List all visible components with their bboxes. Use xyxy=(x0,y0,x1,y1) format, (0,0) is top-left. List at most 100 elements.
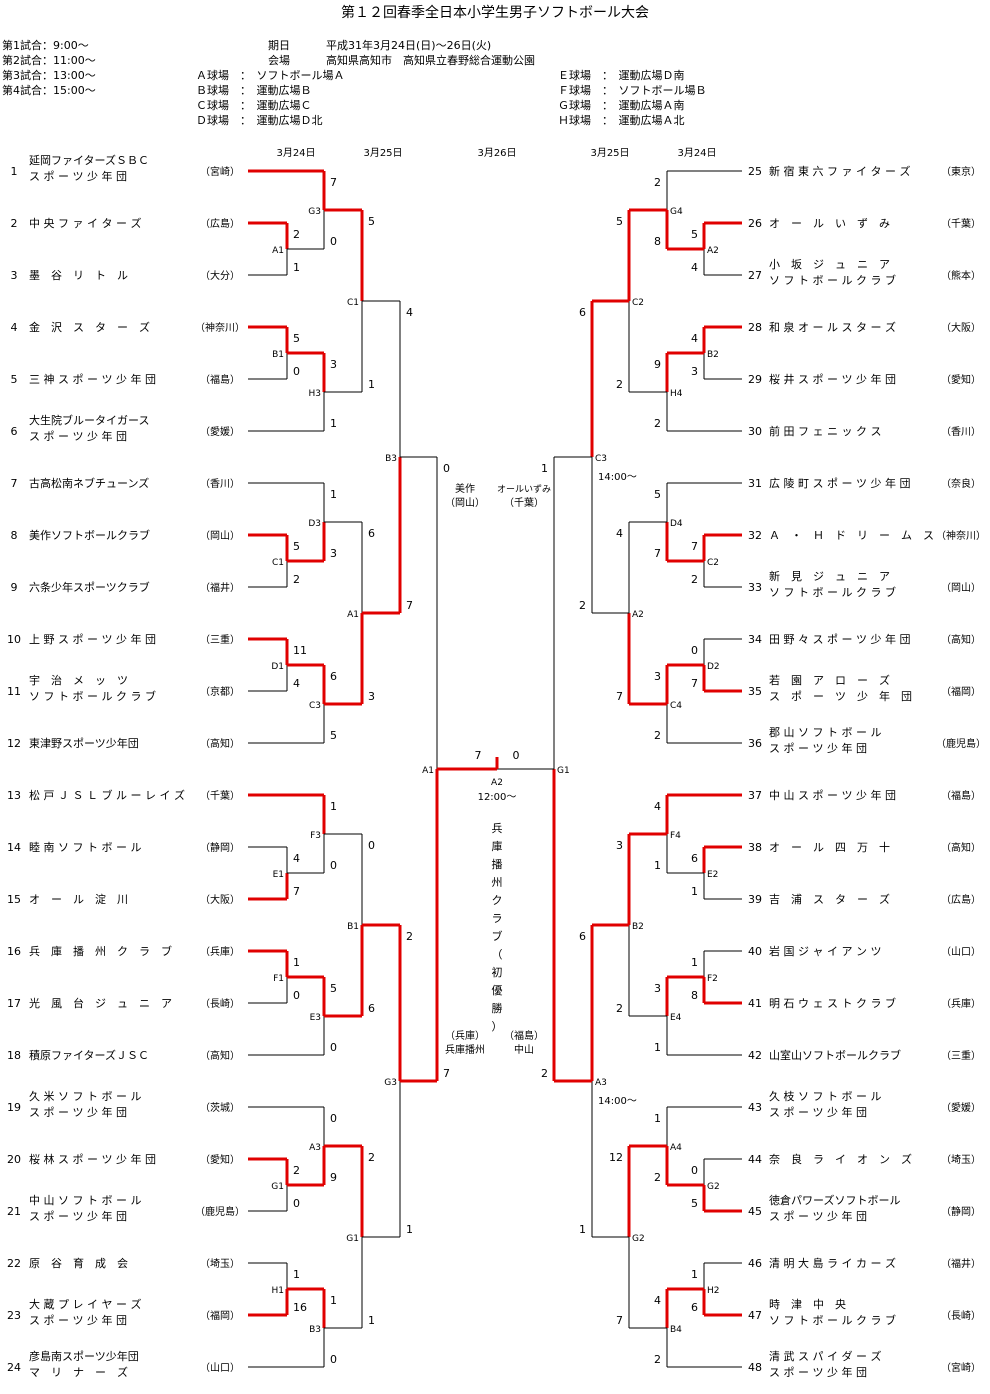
day-header: 3月24日 xyxy=(677,147,716,159)
score: 6 xyxy=(368,527,375,540)
score: 5 xyxy=(293,540,300,553)
team-number: 44 xyxy=(748,1153,762,1166)
team-name: 延岡ファイターズＳＢＣ xyxy=(29,153,149,167)
day-header: 3月24日 xyxy=(276,147,315,159)
team-name: 松 戸 Ｊ Ｓ Ｌ ブ ル ー レ イ ズ xyxy=(29,788,185,802)
game-code: A2 xyxy=(491,778,503,788)
score: 6 xyxy=(691,852,698,865)
team-number: 37 xyxy=(748,789,762,802)
score: 1 xyxy=(330,417,337,430)
game-code: B2 xyxy=(707,350,719,360)
score: 4 xyxy=(616,527,623,540)
game-time-list: 第1試合：9:00～ 第2試合：11:00～ 第3試合：13:00～ 第4試合：… xyxy=(2,38,96,98)
score: 2 xyxy=(691,573,698,586)
score: 5 xyxy=(654,488,661,501)
team-number: 6 xyxy=(11,425,18,438)
team-prefecture: （三重） xyxy=(941,1049,981,1062)
team-name: 新 宿 東 六 フ ァ イ タ ー ズ xyxy=(769,164,910,178)
team-name: ス ポ ー ツ 少 年 団 xyxy=(29,169,127,183)
team-name: ス ポ ー ツ 少 年 団 xyxy=(769,1105,867,1119)
field-item: Ｄ球場 ： 運動広場Ｄ北 xyxy=(196,114,323,127)
team-number: 39 xyxy=(748,893,762,906)
team-prefecture: （鹿児島） xyxy=(936,737,986,750)
team-prefecture: （愛知） xyxy=(941,373,981,386)
score: 0 xyxy=(293,1197,300,1210)
game-code: A4 xyxy=(670,1143,682,1153)
score: 2 xyxy=(293,573,300,586)
field-place: 運動広場Ｄ北 xyxy=(256,114,323,127)
team-name: 三 神 ス ポ ー ツ 少 年 団 xyxy=(29,372,156,386)
team-prefecture: （埼玉） xyxy=(200,1257,240,1270)
score: 2 xyxy=(654,417,661,430)
field-name: Ｄ球場 xyxy=(196,114,229,127)
team-name: 清 明 大 島 ラ イ カ ー ズ xyxy=(769,1256,896,1270)
team-name: ス ポ ー ツ 少 年 団 xyxy=(769,1365,867,1379)
team-prefecture: （宮崎） xyxy=(200,165,240,178)
score: 2 xyxy=(579,599,586,612)
game-code: C2 xyxy=(707,558,719,568)
score: 1 xyxy=(541,462,548,475)
team-number: 45 xyxy=(748,1205,762,1218)
venue-label: 会場 xyxy=(268,54,290,67)
field-item: Ｈ球場 ： 運動広場Ａ北 xyxy=(558,114,685,127)
game-code: D4 xyxy=(670,519,683,529)
score: 2 xyxy=(654,1353,661,1366)
team-number: 30 xyxy=(748,425,762,438)
team-prefecture: （愛知） xyxy=(200,1153,240,1166)
score: 1 xyxy=(406,1223,413,1236)
team-number: 21 xyxy=(7,1205,21,1218)
field-name: Ｅ球場 xyxy=(558,69,591,82)
score: 0 xyxy=(330,1112,337,1125)
team-name: ス ポ ー ツ 少 年 団 xyxy=(769,741,867,755)
game-code: G4 xyxy=(670,207,683,217)
field-item: Ｆ球場 ： ソフトボール場Ｂ xyxy=(558,84,707,97)
team-name: 久 枝 ソ フ ト ボ ー ル xyxy=(769,1089,881,1103)
score: 9 xyxy=(330,1171,337,1184)
score: 0 xyxy=(330,1353,337,1366)
score: 9 xyxy=(654,358,661,371)
team-name: 和 泉 オ ー ル ス タ ー ズ xyxy=(769,320,896,334)
team-prefecture: （福島） xyxy=(200,373,240,386)
team-prefecture: （大阪） xyxy=(941,321,981,334)
score: 4 xyxy=(293,677,300,690)
team-prefecture: （岡山） xyxy=(200,530,240,542)
score: 5 xyxy=(330,729,337,742)
team-prefecture: （神奈川） xyxy=(195,321,245,334)
field-place: 運動広場Ａ北 xyxy=(618,114,685,127)
game-time-1: 第1試合：9:00～ xyxy=(2,39,89,52)
team-number: 2 xyxy=(11,217,18,230)
field-item: Ｅ球場 ： 運動広場Ｄ南 xyxy=(558,69,685,82)
team-name: 大 蔵 プ レ イ ヤ ー ズ xyxy=(29,1297,141,1311)
score: 0 xyxy=(330,859,337,872)
team-prefecture: （広島） xyxy=(200,217,240,230)
team-name: 大生院ブルータイガース xyxy=(29,413,149,427)
game-code: G1 xyxy=(557,766,570,776)
score: 12 xyxy=(609,1151,623,1164)
score: 6 xyxy=(579,306,586,319)
game-code: B2 xyxy=(632,922,644,932)
score: 0 xyxy=(293,365,300,378)
team-name: 桜 林 ス ポ ー ツ 少 年 団 xyxy=(29,1152,156,1166)
team-prefecture: （埼玉） xyxy=(941,1153,981,1166)
team-name: 小 坂 ジ ュ ニ ア xyxy=(769,258,890,271)
game-code: A2 xyxy=(707,246,719,256)
team-number: 36 xyxy=(748,737,762,750)
team-number: 33 xyxy=(748,581,762,594)
team-prefecture: （長崎） xyxy=(200,997,240,1010)
game-code: D3 xyxy=(308,519,321,529)
score: 8 xyxy=(691,989,698,1002)
field-place: 運動広場Ｃ xyxy=(256,99,312,112)
team-prefecture: （大分） xyxy=(200,269,240,282)
score: 8 xyxy=(654,235,661,248)
team-name: 明 石 ウ ェ ス ト ク ラ ブ xyxy=(769,996,896,1010)
team-number: 14 xyxy=(7,841,21,854)
team-number: 8 xyxy=(11,529,18,542)
team-name: ス ポ ー ツ 少 年 団 xyxy=(769,689,912,703)
team-number: 15 xyxy=(7,893,21,906)
team-number: 47 xyxy=(748,1309,762,1322)
score: 0 xyxy=(443,462,450,475)
team-number: 35 xyxy=(748,685,762,698)
score: 1 xyxy=(654,1112,661,1125)
team-prefecture: （神奈川） xyxy=(936,529,986,542)
score: 16 xyxy=(293,1301,307,1314)
